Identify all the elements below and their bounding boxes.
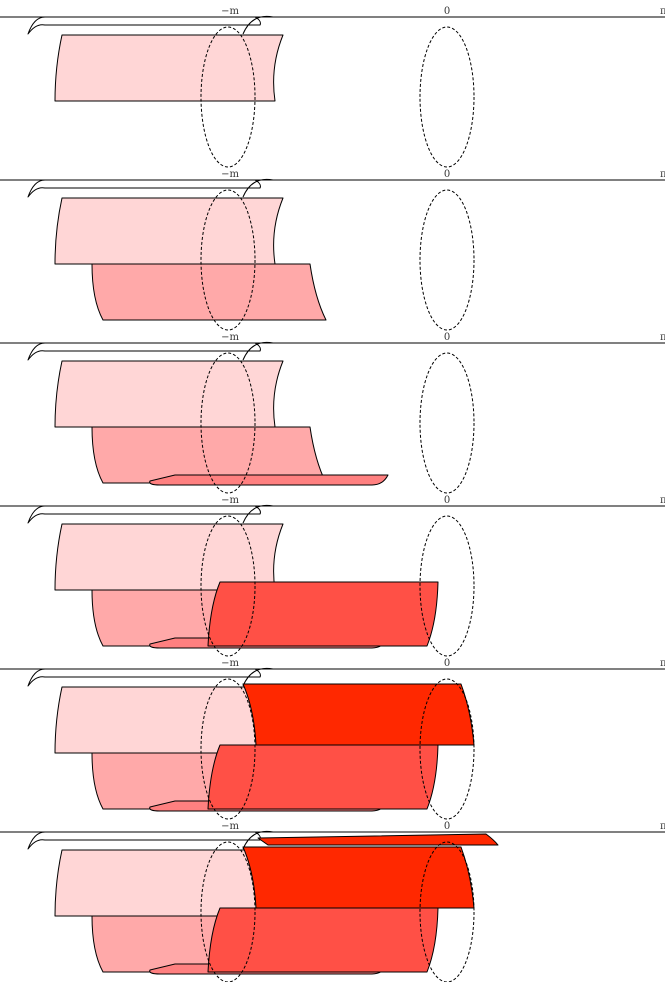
panel-3: −m 0 π bbox=[0, 332, 665, 494]
axis-label-left: −m bbox=[221, 821, 239, 832]
axis-label-center: 0 bbox=[444, 6, 450, 17]
axis-label-right: π bbox=[660, 658, 665, 669]
layer-5 bbox=[242, 846, 475, 909]
layer-6 bbox=[257, 833, 499, 846]
top-sheet-curl bbox=[242, 504, 274, 524]
ellipse-left bbox=[200, 26, 256, 168]
ellipse-center bbox=[419, 189, 475, 331]
layer-3 bbox=[149, 474, 389, 486]
axis-label-right: π bbox=[660, 6, 665, 17]
layer-2 bbox=[91, 263, 327, 321]
ellipse-center bbox=[419, 678, 475, 820]
top-sheet-curl bbox=[242, 15, 274, 35]
axis-label-left: −m bbox=[221, 332, 239, 343]
axis-label-center: 0 bbox=[444, 658, 450, 669]
axis-label-center: 0 bbox=[444, 821, 450, 832]
ellipse-left bbox=[200, 841, 256, 982]
panel-2: −m 0 π bbox=[0, 169, 665, 331]
axis-label-right: π bbox=[660, 821, 665, 832]
panel-6: −m 0 π bbox=[0, 821, 665, 982]
top-sheet-curl bbox=[242, 178, 274, 198]
layer-4 bbox=[207, 744, 439, 810]
axis-label-left: −m bbox=[221, 495, 239, 506]
panel-4: −m 0 π bbox=[0, 495, 665, 657]
axis-label-left: −m bbox=[221, 6, 239, 17]
layer-5 bbox=[242, 683, 475, 746]
axis-label-right: π bbox=[660, 169, 665, 180]
top-sheet-curl bbox=[242, 830, 274, 850]
axis-label-center: 0 bbox=[444, 332, 450, 343]
axis-label-right: π bbox=[660, 332, 665, 343]
top-sheet bbox=[27, 16, 261, 35]
layer-1 bbox=[54, 34, 284, 102]
top-sheet bbox=[27, 505, 261, 524]
ellipse-center bbox=[419, 26, 475, 168]
ellipse-left bbox=[200, 678, 256, 820]
top-sheet-curl bbox=[242, 667, 274, 687]
axis-label-left: −m bbox=[221, 658, 239, 669]
ellipse-left bbox=[200, 352, 256, 494]
layer-4 bbox=[207, 907, 439, 973]
layer-1 bbox=[54, 360, 284, 428]
layer-1 bbox=[54, 197, 284, 265]
top-sheet bbox=[27, 342, 261, 361]
top-sheet bbox=[27, 179, 261, 198]
axis-label-right: π bbox=[660, 495, 665, 506]
top-sheet bbox=[27, 831, 261, 850]
layer-4 bbox=[207, 581, 439, 647]
axis-label-center: 0 bbox=[444, 169, 450, 180]
ellipse-center bbox=[419, 352, 475, 494]
top-sheet bbox=[27, 668, 261, 687]
layer-1 bbox=[54, 523, 284, 591]
ellipse-left bbox=[200, 189, 256, 331]
panel-1: −m 0 π bbox=[0, 6, 665, 168]
ellipse-center bbox=[419, 515, 475, 657]
axis-label-left: −m bbox=[221, 169, 239, 180]
top-sheet-curl bbox=[242, 341, 274, 361]
panel-5: −m 0 π bbox=[0, 658, 665, 820]
ellipse-left bbox=[200, 515, 256, 657]
axis-label-center: 0 bbox=[444, 495, 450, 506]
ellipse-center bbox=[419, 841, 475, 982]
